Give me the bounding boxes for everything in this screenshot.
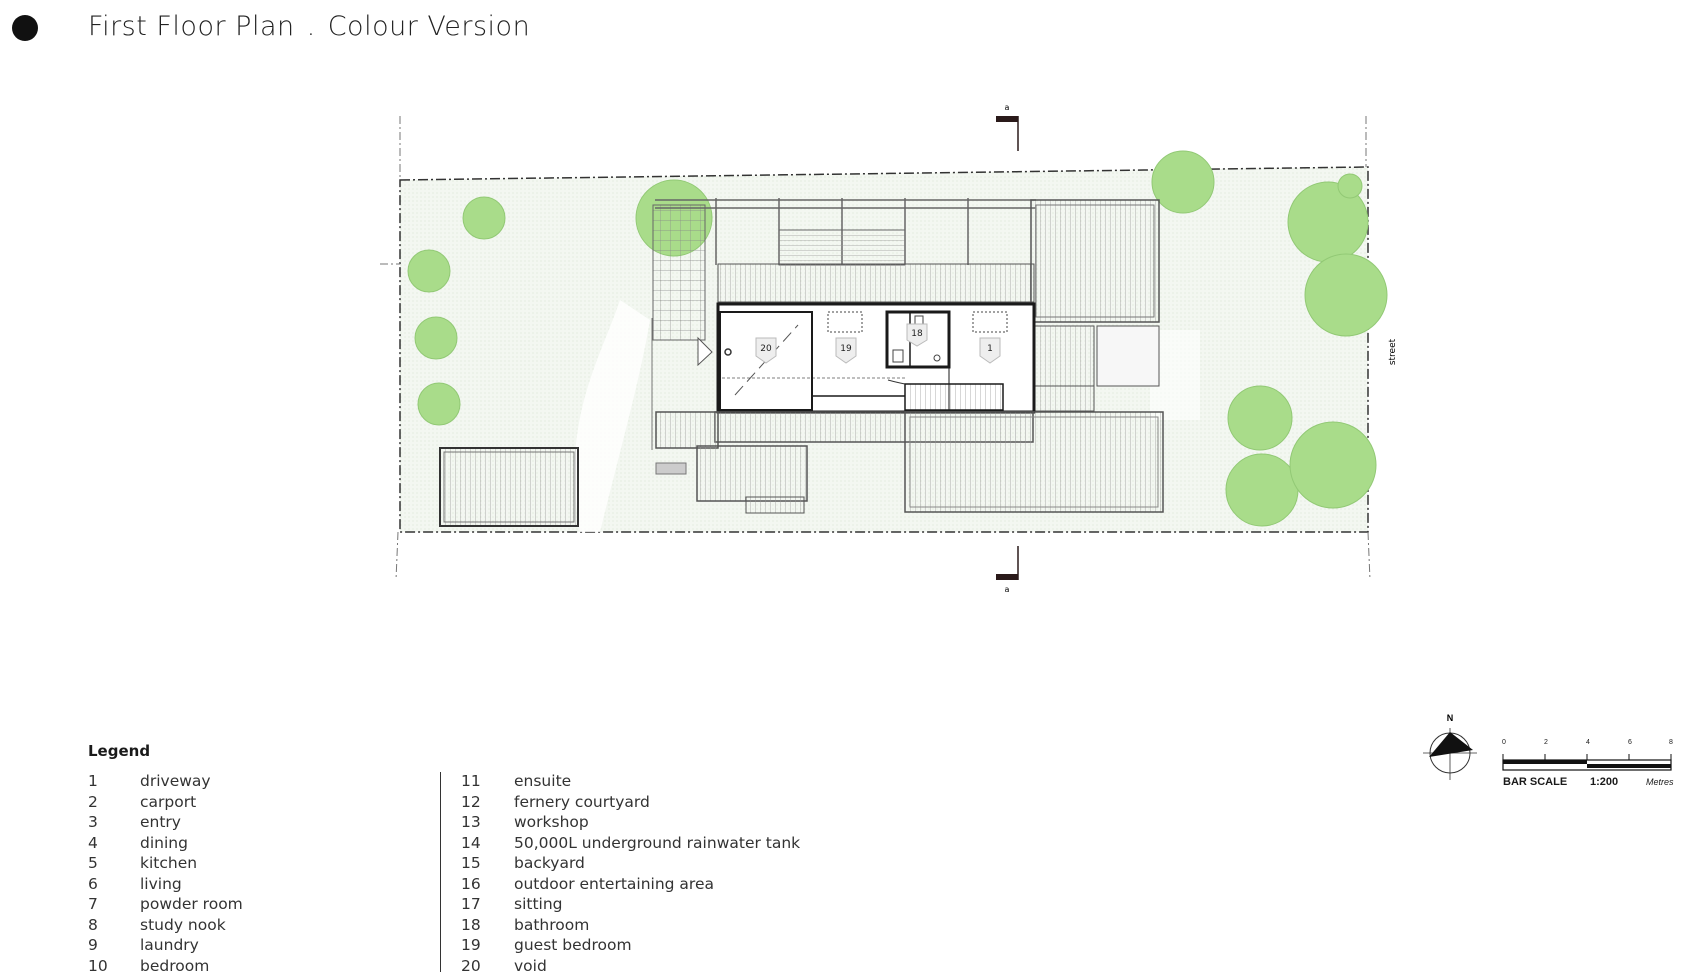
section-label-bottom: a bbox=[1005, 585, 1010, 594]
room-tag-18: 18 bbox=[906, 323, 928, 347]
bar-scale-ratio: 1:200 bbox=[1590, 776, 1619, 788]
scale-tick: 6 bbox=[1628, 739, 1632, 746]
deck-slats bbox=[778, 229, 906, 266]
trees bbox=[407, 150, 1388, 527]
room-tag-1-text: 1 bbox=[987, 344, 993, 354]
bar-scale-units: Metres bbox=[1646, 777, 1674, 787]
stair-right bbox=[1033, 385, 1095, 412]
section-marker-bottom: a bbox=[996, 546, 1019, 594]
roof-small-1 bbox=[1033, 325, 1095, 387]
room-tag-1: 1 bbox=[979, 337, 1001, 364]
shed-roof bbox=[439, 447, 579, 527]
path-shape-2 bbox=[1150, 330, 1200, 420]
scale-tick: 0 bbox=[1502, 739, 1506, 746]
path-shape bbox=[574, 300, 650, 532]
room-tag-20: 20 bbox=[755, 337, 777, 364]
void-circle bbox=[724, 348, 732, 356]
title-separator: . bbox=[306, 11, 316, 42]
room-tags: 20 19 18 1 bbox=[755, 323, 1001, 364]
legend-divider bbox=[440, 772, 441, 972]
section-marker-top: a bbox=[996, 103, 1019, 151]
roof-strip bbox=[717, 263, 1035, 303]
title-bullet-icon bbox=[12, 15, 38, 41]
roof-block-right-inner bbox=[1035, 204, 1155, 318]
room-tag-18-text: 18 bbox=[911, 329, 923, 339]
roof-lower-left bbox=[655, 411, 719, 449]
basin bbox=[933, 354, 941, 362]
tank bbox=[655, 462, 687, 475]
pergola-grid bbox=[652, 204, 706, 341]
roof-lower-right-inner bbox=[909, 416, 1159, 508]
roof-small-2 bbox=[1096, 325, 1160, 387]
skylight bbox=[697, 336, 713, 367]
wardrobe-1 bbox=[972, 311, 1008, 333]
scale-tick: 2 bbox=[1544, 739, 1548, 746]
stair bbox=[904, 383, 1004, 411]
room-tag-19-text: 19 bbox=[840, 344, 852, 354]
bar-scale-label: BAR SCALE bbox=[1503, 776, 1568, 788]
room-tag-19: 19 bbox=[835, 337, 857, 364]
north-label: N bbox=[1447, 713, 1454, 723]
title-part2: Colour Version bbox=[327, 11, 531, 42]
legend-title: Legend bbox=[88, 742, 151, 760]
toilet bbox=[892, 349, 904, 363]
scale-tick: 8 bbox=[1669, 739, 1673, 746]
roof-lower-right bbox=[904, 411, 1164, 513]
section-label-top: a bbox=[1005, 103, 1010, 112]
north-arrow-icon: N bbox=[1423, 713, 1477, 780]
page-title: First Floor Plan. Colour Version bbox=[88, 11, 530, 42]
title-part1: First Floor Plan bbox=[88, 11, 295, 42]
roof-lower-sub2 bbox=[745, 496, 805, 514]
scale-tick: 4 bbox=[1586, 739, 1590, 746]
room-tag-20-text: 20 bbox=[760, 344, 772, 354]
bar-scale bbox=[1502, 754, 1672, 771]
boundary-extensions bbox=[380, 116, 1371, 581]
roof-lower-sub bbox=[696, 445, 808, 502]
stair-curve bbox=[887, 379, 906, 385]
wardrobe-19 bbox=[827, 311, 863, 333]
street-label: street bbox=[1388, 338, 1398, 365]
roof-block-right bbox=[1030, 199, 1160, 323]
shed-roof-inner bbox=[443, 451, 575, 523]
